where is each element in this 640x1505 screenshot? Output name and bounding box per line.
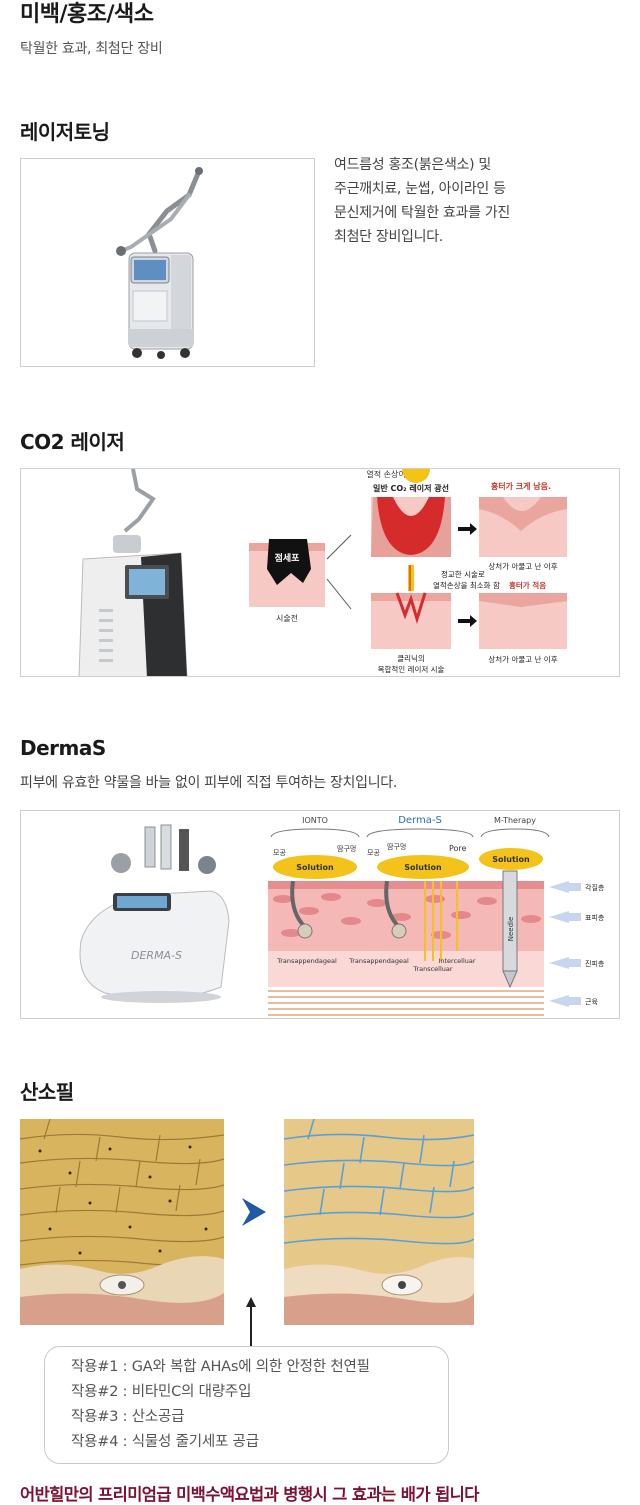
label-scar-big: 흉터가 크게 남음.	[491, 481, 551, 491]
label-pore-2: 모공	[367, 849, 380, 857]
footer-note: 어반힐만의 프리미엄급 미백수액요법과 병행시 그 효과는 배가 됩니다	[20, 1485, 479, 1504]
section-title-co2-laser: CO2 레이저	[20, 430, 125, 454]
section-title-laser-toning: 레이저토닝	[20, 120, 110, 144]
label-clinic-1: 클리닉의	[397, 653, 425, 663]
oxygen-peel-after-image	[284, 1119, 474, 1325]
dermas-diagram: DERMA-S IONTO Derma-S M-Therapy 모공 땀구멍 모…	[79, 815, 605, 1016]
label-pore-1: 모공	[273, 849, 286, 857]
skin-before-illustration	[20, 1119, 224, 1325]
label-m-therapy: M-Therapy	[494, 816, 536, 825]
label-transappendageal-1: Transappendageal	[276, 957, 337, 965]
label-sweat-2: 땀구멍	[387, 842, 406, 851]
label-derma-s: Derma-S	[398, 815, 442, 826]
label-layer-3: 진피층	[585, 959, 605, 968]
dermas-description: 피부에 유효한 약물을 바늘 없이 피부에 직접 투여하는 장치입니다.	[20, 775, 398, 791]
effect-item: 작용#4 : 식물성 줄기세포 공급	[71, 1434, 259, 1450]
label-sweat-1: 땀구멍	[337, 844, 356, 853]
dermas-device-illustration: DERMA-S	[79, 824, 230, 1003]
label-pore-en: Pore	[449, 844, 467, 853]
label-layer-1: 각질층	[585, 883, 605, 892]
label-after-heal-1: 상처가 아물고 난 이후	[488, 561, 557, 571]
label-precise-2: 열적손상을 최소화 함	[433, 580, 500, 590]
section-title-dermas: DermaS	[20, 736, 106, 760]
skin-after-illustration	[284, 1119, 474, 1325]
effect-item: 작용#2 : 비타민C의 대량주입	[71, 1384, 252, 1400]
section-title-oxygen-peel: 산소필	[20, 1080, 74, 1104]
laser-toning-device-illustration	[116, 167, 203, 359]
laser-toning-description: 여드름성 홍조(붉은색소) 및 주근깨치료, 눈썹, 아이라인 등 문신제거에 …	[334, 153, 510, 249]
laser-toning-image	[20, 158, 315, 367]
label-clinic-2: 복합적인 레이저 시술	[378, 664, 445, 674]
co2-laser-diagram: 점세포 시술전 열적 손상이 큼 일반 CO₂ 레이저 광선 흉터가 크게 남음…	[78, 469, 567, 676]
label-heat-damage: 열적 손상이 큼	[366, 469, 415, 479]
dermas-image: DERMA-S IONTO Derma-S M-Therapy 모공 땀구멍 모…	[20, 810, 620, 1019]
effect-item: 작용#3 : 산소공급	[71, 1409, 185, 1425]
label-intercelluar: Intercelluar	[438, 957, 475, 965]
label-transappendageal-2: Transappendageal	[348, 957, 409, 965]
label-layer-4: 근육	[585, 998, 598, 1006]
oxygen-peel-effects-box: 작용#1 : GA와 복합 AHAs에 의한 안정한 천연필 작용#2 : 비타…	[44, 1346, 449, 1464]
description-line: 문신제거에 탁월한 효과를 가진	[334, 205, 510, 221]
page-subtitle: 탁월한 효과, 최첨단 장비	[20, 41, 163, 57]
label-after-heal-2: 상처가 아물고 난 이후	[488, 654, 557, 664]
effect-item: 작용#1 : GA와 복합 AHAs에 의한 안정한 천연필	[71, 1359, 370, 1375]
label-solution-3: Solution	[492, 855, 530, 864]
label-ionto: IONTO	[302, 816, 328, 825]
label-layer-2: 표피층	[585, 913, 605, 922]
description-line: 여드름성 홍조(붉은색소) 및	[334, 157, 492, 173]
label-solution-1: Solution	[296, 863, 334, 872]
label-general-laser: 일반 CO₂ 레이저 광선	[373, 483, 449, 493]
description-line: 주근깨치료, 눈썹, 아이라인 등	[334, 181, 506, 197]
arrow-up-icon	[245, 1297, 257, 1349]
device-brand-label: DERMA-S	[131, 949, 182, 962]
description-line: 최첨단 장비입니다.	[334, 229, 443, 245]
label-solution-2: Solution	[404, 863, 442, 872]
label-scar-small: 흉터가 적음	[509, 580, 546, 590]
label-before: 시술전	[276, 613, 298, 623]
label-spot-cell: 점세포	[275, 552, 301, 564]
co2-laser-image: 점세포 시술전 열적 손상이 큼 일반 CO₂ 레이저 광선 흉터가 크게 남음…	[20, 468, 620, 677]
label-precise-1: 정교한 시술로	[441, 569, 485, 579]
oxygen-peel-before-image	[20, 1119, 224, 1325]
label-needle: Needle	[507, 917, 515, 942]
label-transcelluar: Transcelluar	[412, 965, 452, 973]
arrow-right-icon	[240, 1196, 268, 1228]
page-title: 미백/홍조/색소	[20, 2, 154, 27]
